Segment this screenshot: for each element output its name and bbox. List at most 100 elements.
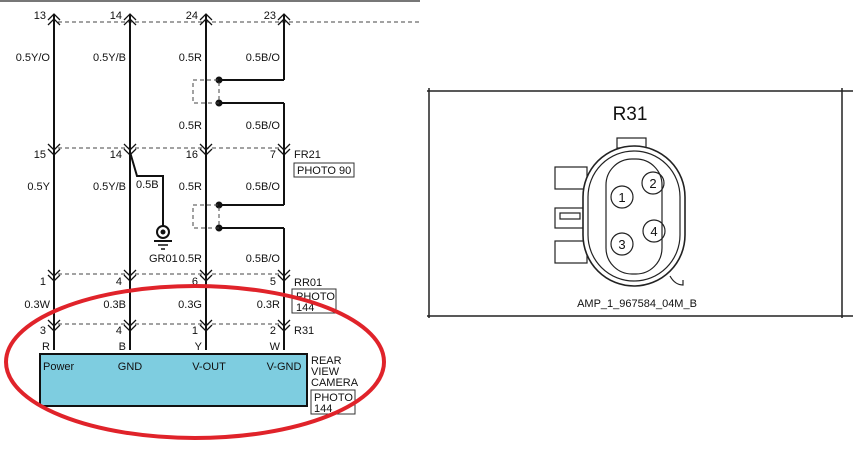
terminal-label: V-OUT xyxy=(192,361,226,373)
connector-chevron xyxy=(47,13,61,21)
pin-color-code: R xyxy=(42,341,50,353)
connector-chevron xyxy=(199,18,213,26)
connector-name-r31: R31 xyxy=(294,325,314,337)
component-name-line1: REAR xyxy=(311,355,342,367)
connector-chevron xyxy=(277,13,291,21)
ground-icon xyxy=(154,225,172,250)
wire-label: 0.5R xyxy=(179,120,202,132)
connector-chevron xyxy=(199,319,213,327)
connector-chevron xyxy=(123,274,137,282)
connector-chevron xyxy=(47,143,61,151)
connector-chevron xyxy=(199,143,213,151)
wire-label: 0.3W xyxy=(24,299,50,311)
pin-label: 1 xyxy=(192,325,198,337)
connector-face-icon xyxy=(554,137,686,287)
connector-chevron xyxy=(47,324,61,332)
pin-label: 14 xyxy=(110,10,122,22)
splice-box xyxy=(192,79,220,104)
splice-box xyxy=(192,204,220,229)
photo-box-fr21 xyxy=(293,162,355,178)
wire-label: 0.5R xyxy=(179,52,202,64)
connector-pin-number: 1 xyxy=(618,190,625,205)
wire-label: 0.5R xyxy=(179,253,202,265)
pin-label: 24 xyxy=(186,10,198,22)
ground-branch-wire xyxy=(129,151,164,226)
wires xyxy=(53,14,285,350)
connector-chevron xyxy=(199,274,213,282)
wire-label: 0.5B/O xyxy=(246,120,281,132)
splice-dot xyxy=(215,201,223,209)
connector-chevron xyxy=(277,274,291,282)
wire-label: 0.5Y/O xyxy=(16,52,51,64)
pin-label: 5 xyxy=(270,276,276,288)
connector-chevron xyxy=(277,18,291,26)
pin-label: 7 xyxy=(270,149,276,161)
photo-ref-camera-line1: PHOTO xyxy=(314,392,353,404)
wire-label: 0.3R xyxy=(257,299,280,311)
photo-ref-rr01-line2: 144 xyxy=(296,302,314,314)
wire-label: 0.3B xyxy=(103,299,126,311)
ground-label: GR01 xyxy=(149,253,178,265)
pin-label: 4 xyxy=(116,276,122,288)
pin-label: 23 xyxy=(264,10,276,22)
connector-chevrons xyxy=(47,13,291,332)
connector-name-fr21: FR21 xyxy=(294,149,321,161)
terminal-label: Power xyxy=(43,361,75,373)
pin-label: 1 xyxy=(40,276,46,288)
highlight-ellipse xyxy=(4,284,386,440)
wire-label: 0.5B/O xyxy=(246,181,281,193)
photo-box-camera xyxy=(310,389,356,415)
connector-pin-number: 3 xyxy=(618,237,625,252)
wire-label: 0.5R xyxy=(179,181,202,193)
component-name-line3: CAMERA xyxy=(311,377,359,389)
splice-dot xyxy=(215,76,223,84)
pin-color-code: B xyxy=(119,341,126,353)
connector-chevron xyxy=(277,143,291,151)
pin-label: 16 xyxy=(186,149,198,161)
wire-label: 0.5B/O xyxy=(246,52,281,64)
wire-label: 0.3G xyxy=(178,299,202,311)
wire-label: 0.5Y xyxy=(27,181,50,193)
wire-label: 0.5B/O xyxy=(246,253,281,265)
wire-label: 0.5B xyxy=(136,179,159,191)
connector-chevron xyxy=(47,274,61,282)
connector-pin-number: 2 xyxy=(649,176,656,191)
connector-dashes xyxy=(58,21,420,325)
connector-chevron xyxy=(123,269,137,277)
pin-color-code: W xyxy=(270,341,281,353)
pin-label: 15 xyxy=(34,149,46,161)
pin-color-code: Y xyxy=(195,341,203,353)
pin-label: 2 xyxy=(270,325,276,337)
connector-view-title: R31 xyxy=(613,104,648,125)
connector-chevron xyxy=(47,319,61,327)
connector-chevron xyxy=(47,18,61,26)
splice-1 xyxy=(192,76,223,107)
connector-chevron xyxy=(277,148,291,156)
connector-view-panel xyxy=(427,88,853,318)
photo-ref-camera-line2: 144 xyxy=(314,403,332,415)
connector-chevron xyxy=(199,13,213,21)
wire-label: 0.5Y/B xyxy=(93,52,126,64)
connector-chevron xyxy=(277,269,291,277)
connector-chevron xyxy=(199,148,213,156)
connector-chevron xyxy=(277,319,291,327)
connector-chevron xyxy=(277,324,291,332)
connector-chevron xyxy=(199,269,213,277)
connector-chevron xyxy=(47,148,61,156)
pin-label: 6 xyxy=(192,276,198,288)
photo-box-rr01 xyxy=(291,288,337,314)
splice-2 xyxy=(192,201,223,232)
connector-chevron xyxy=(123,324,137,332)
connector-chevron xyxy=(123,319,137,327)
pin-label: 4 xyxy=(116,325,122,337)
connector-chevron xyxy=(123,13,137,21)
connector-chevron xyxy=(199,324,213,332)
component-name-line2: VIEW xyxy=(311,366,340,378)
connector-chevron xyxy=(47,269,61,277)
connector-part-number: AMP_1_967584_04M_B xyxy=(577,298,697,310)
connector-name-rr01: RR01 xyxy=(294,277,322,289)
connector-chevron xyxy=(123,148,137,156)
rear-view-camera-box xyxy=(39,353,308,407)
pin-label: 3 xyxy=(40,325,46,337)
